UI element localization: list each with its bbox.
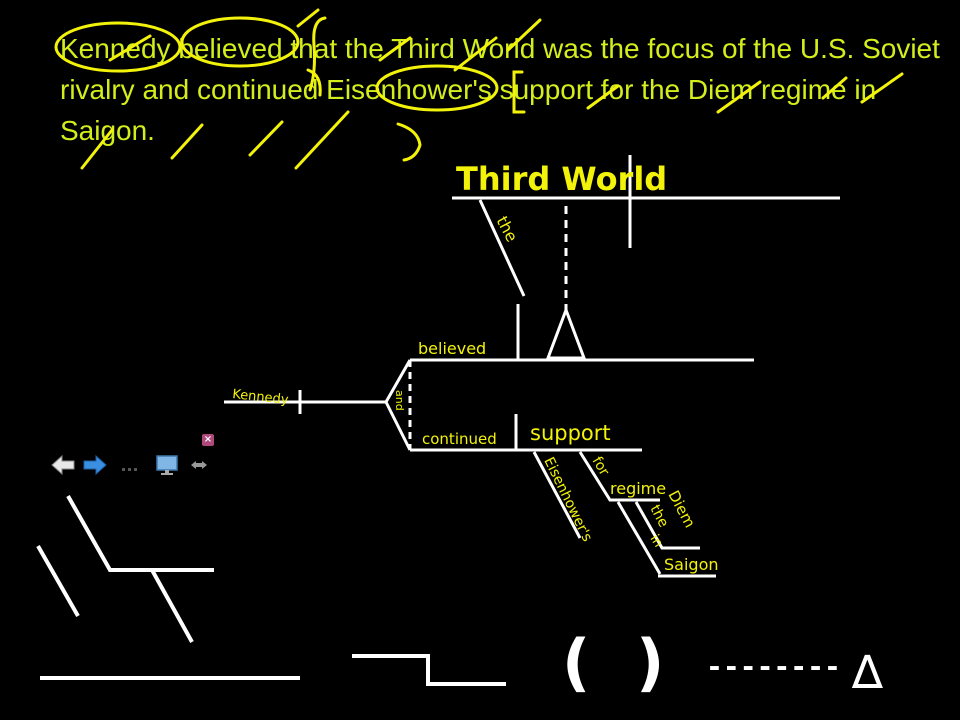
brace-3	[396, 122, 422, 162]
diagram-lines	[224, 155, 840, 578]
label-verb1: believed	[418, 339, 486, 358]
strike-8	[453, 36, 498, 72]
resize-arrows-icon[interactable]	[188, 452, 210, 478]
brace-1	[308, 16, 327, 92]
strike-7	[378, 36, 412, 62]
monitor-icon[interactable]	[154, 452, 180, 478]
bracket-1	[512, 70, 526, 114]
annotation-marks	[54, 8, 904, 170]
stamp-palette	[36, 495, 506, 686]
circle-believed	[180, 16, 300, 68]
label-conjunction: and	[393, 390, 406, 411]
label-prep-modifier-1: Diem	[664, 487, 698, 530]
diem-line	[616, 501, 662, 575]
stamp-step-line	[352, 654, 506, 686]
strike-6	[296, 8, 320, 28]
strike-11	[716, 80, 762, 114]
back-arrow-icon[interactable]	[50, 452, 76, 478]
floating-toolbar: ×	[50, 434, 220, 480]
strike-2	[170, 123, 204, 160]
label-prep-object: regime	[610, 479, 666, 498]
label-clause-subject: Third World	[456, 160, 667, 198]
clause-modifier-line	[478, 199, 526, 297]
label-object: support	[530, 421, 611, 445]
toolbar-close-button[interactable]: ×	[202, 434, 214, 446]
circle-kennedy	[54, 21, 182, 73]
label-verb2: continued	[422, 430, 497, 448]
strike-5	[108, 34, 152, 62]
label-possessive: Eisenhower's	[540, 455, 595, 545]
strike-13	[860, 72, 904, 104]
page-dots-icon	[120, 452, 142, 478]
sentence-text: Kennedy believed that the Third World wa…	[60, 33, 940, 146]
clause-triangle	[545, 305, 587, 360]
strike-1	[80, 128, 114, 170]
stamp-modifier-shape	[66, 495, 214, 643]
stamp-triangle[interactable]: ∆	[851, 645, 883, 699]
brace-2	[306, 68, 322, 97]
label-inner-object: Saigon	[664, 555, 719, 574]
prep-line	[578, 451, 660, 502]
strike-12	[821, 76, 848, 100]
stamp-close-paren[interactable]: )	[636, 626, 664, 699]
stamp-dashes[interactable]: --------	[706, 650, 841, 683]
strike-10	[586, 84, 620, 110]
strike-3	[248, 120, 284, 157]
forward-arrow-icon[interactable]	[82, 452, 108, 478]
inner-prep-line	[634, 501, 700, 550]
circle-continued	[375, 64, 499, 112]
stamp-slant-line	[36, 545, 80, 617]
strike-4	[294, 110, 350, 170]
compound-fork	[384, 359, 412, 451]
strike-9	[506, 18, 542, 52]
label-preposition: for	[589, 454, 613, 479]
label-subject: Kennedy	[232, 387, 290, 408]
possessive-line	[532, 451, 582, 539]
stamp-open-paren[interactable]: (	[562, 626, 590, 699]
